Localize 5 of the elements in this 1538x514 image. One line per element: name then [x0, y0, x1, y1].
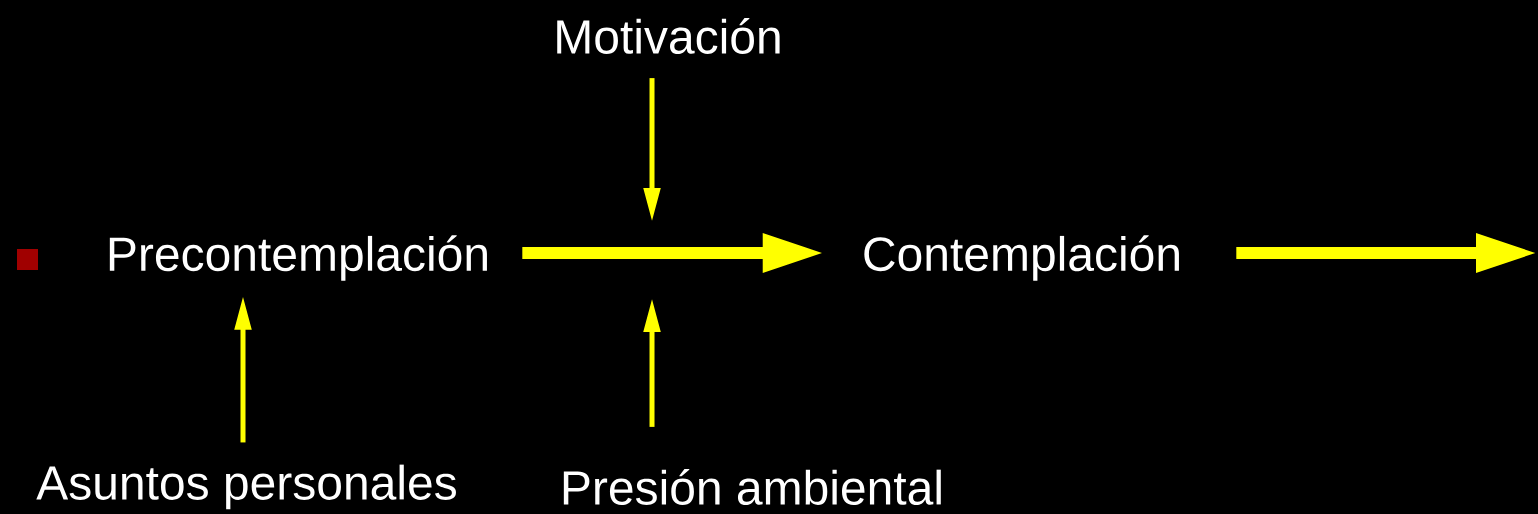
- node-label: Motivación: [557, 18, 780, 54]
- node-label: Precontemplación: [109, 235, 487, 281]
- node-label: Asuntos personales: [36, 464, 456, 510]
- node-label: Presión ambiental: [563, 469, 941, 505]
- node-label: Contemplación: [864, 235, 1179, 281]
